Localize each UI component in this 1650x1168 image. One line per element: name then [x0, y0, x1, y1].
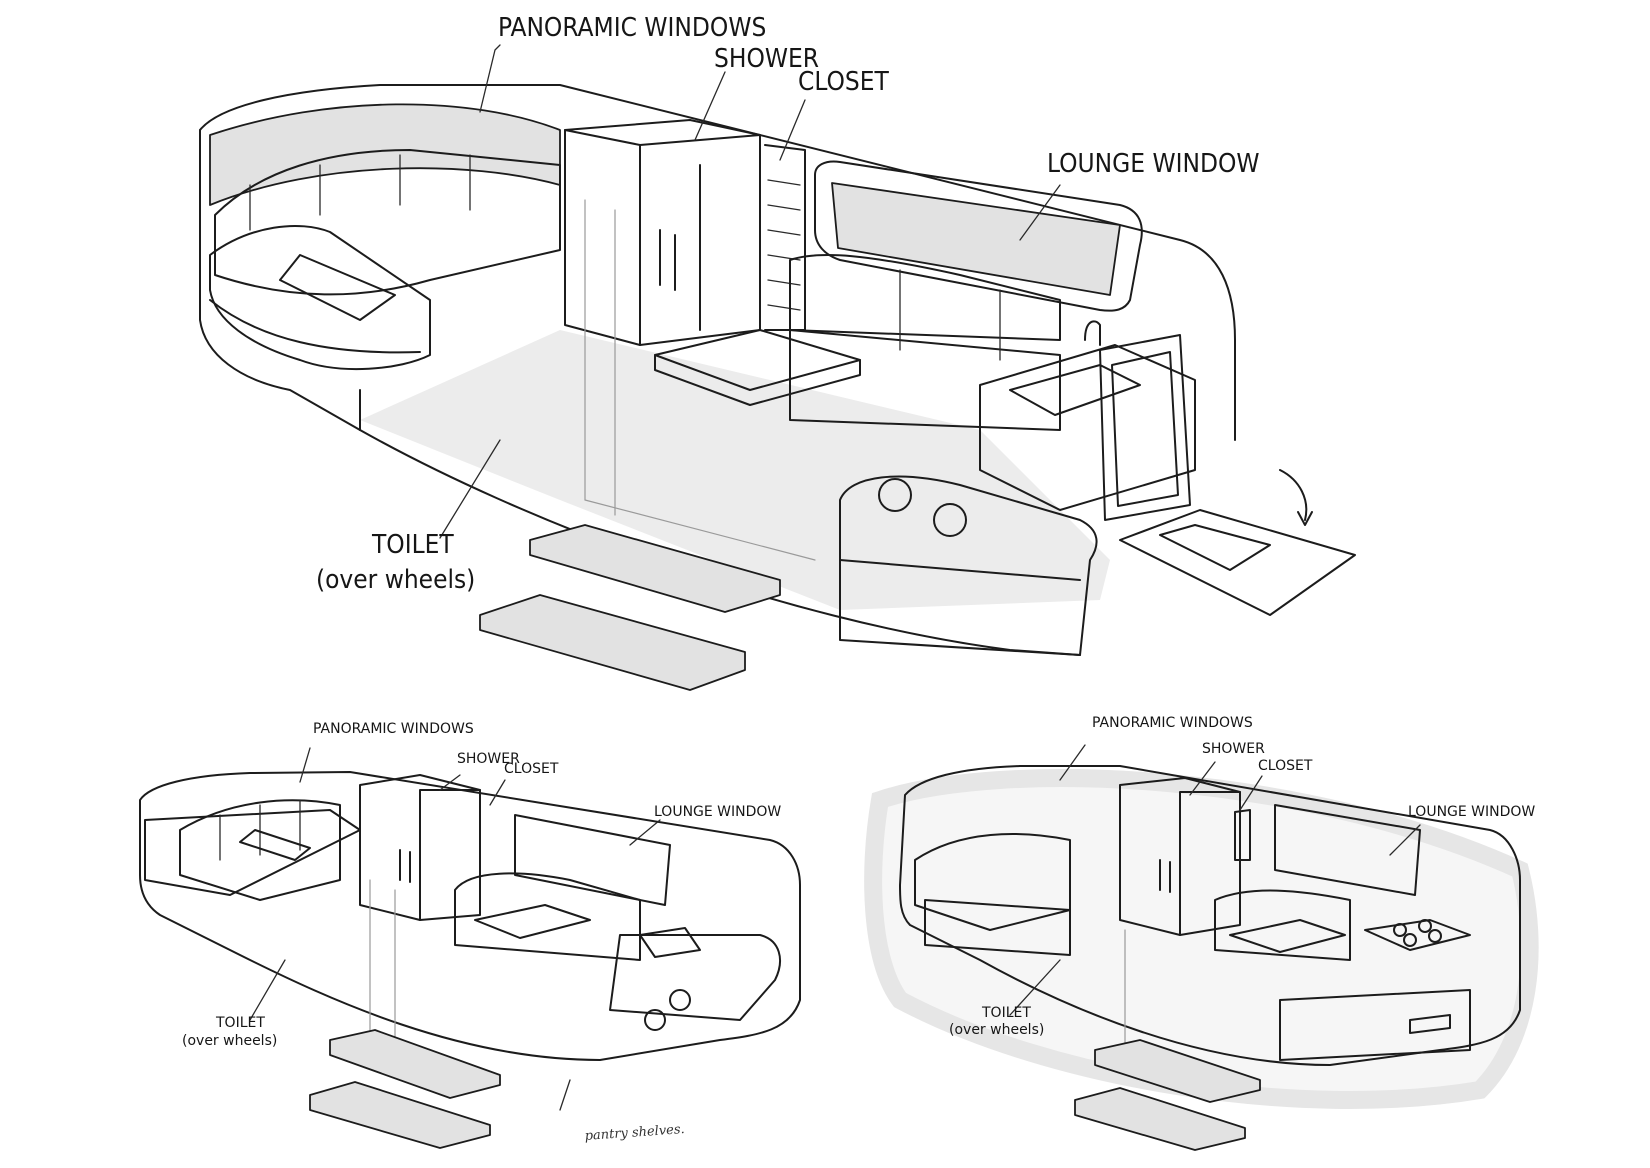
label-shower: SHOWER: [1202, 741, 1265, 757]
label-toilet: TOILET: [981, 1005, 1031, 1021]
label-toilet: TOILET: [215, 1015, 265, 1031]
label-pantry-note: pantry shelves.: [584, 1122, 685, 1144]
label-toilet-note: (over wheels): [949, 1022, 1044, 1038]
label-lounge-window: LOUNGE WINDOW: [1047, 149, 1260, 179]
label-closet: CLOSET: [1258, 758, 1313, 774]
label-lounge-window: LOUNGE WINDOW: [1408, 804, 1535, 820]
label-panoramic-windows: PANORAMIC WINDOWS: [1092, 715, 1253, 731]
label-lounge-window: LOUNGE WINDOW: [654, 804, 781, 820]
label-toilet: TOILET: [371, 530, 454, 560]
label-toilet-note: (over wheels): [316, 565, 475, 595]
variant-right-sketch: PANORAMIC WINDOWS SHOWER CLOSET LOUNGE W…: [864, 715, 1539, 1151]
label-closet: CLOSET: [798, 67, 889, 97]
variant-left-sketch: PANORAMIC WINDOWS SHOWER CLOSET LOUNGE W…: [139, 721, 801, 1149]
label-panoramic-windows: PANORAMIC WINDOWS: [313, 721, 474, 737]
label-panoramic-windows: PANORAMIC WINDOWS: [498, 13, 766, 43]
label-closet: CLOSET: [504, 761, 559, 777]
label-shower: SHOWER: [457, 751, 520, 767]
label-shower: SHOWER: [714, 44, 819, 74]
label-toilet-note: (over wheels): [182, 1033, 277, 1049]
main-trailer-sketch: PANORAMIC WINDOWS SHOWER CLOSET LOUNGE W…: [199, 13, 1356, 691]
